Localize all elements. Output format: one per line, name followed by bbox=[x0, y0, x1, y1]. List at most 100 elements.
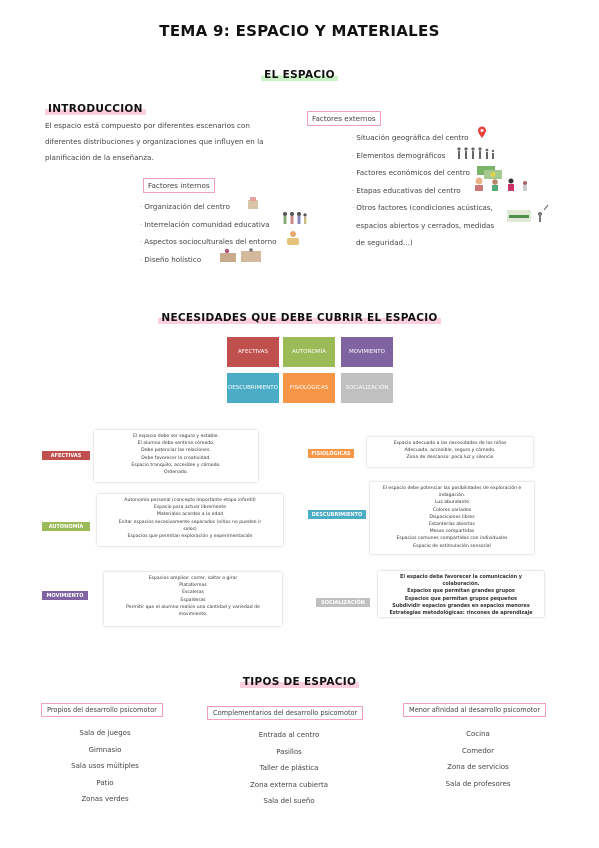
descubrimiento-box: El espacio debe potenciar las posibilida… bbox=[370, 482, 534, 554]
list-item: espacios abiertos y cerrados, medidas bbox=[356, 220, 495, 230]
tag-socializacion: SOCIALIZACIÓN bbox=[316, 598, 370, 607]
text-line: Estrategias metodológicas: rincones de a… bbox=[389, 610, 533, 617]
tile-descubrimiento: DESCUBRIMIENTO bbox=[227, 373, 279, 403]
list-item: ·Otros factores (condiciones acústicas, bbox=[352, 203, 493, 212]
text-line: Colores variados bbox=[432, 507, 472, 513]
intro-text: El espacio está compuesto por diferentes… bbox=[45, 121, 264, 162]
tile-socializacion: SOCIALIZACIÓN bbox=[341, 373, 393, 403]
tag-autonomia: AUTONOMÍA bbox=[42, 522, 90, 531]
list-item: ·Etapas educativas del centro bbox=[352, 185, 461, 195]
people-icon bbox=[283, 212, 307, 224]
external-factors-label: Factores externos bbox=[307, 111, 381, 126]
text-line: solos) bbox=[183, 526, 197, 532]
tag-fisiologicas: FISIOLÓGICAS bbox=[308, 449, 354, 458]
intro-heading: INTRODUCCION bbox=[45, 103, 146, 115]
fisiologicas-box: Espacio adecuado a las necesidades de lo… bbox=[367, 437, 533, 467]
list-item: de seguridad...) bbox=[356, 238, 413, 247]
socializacion-box: El espacio debe favorecer la comunicació… bbox=[378, 571, 544, 617]
text-line: Espacios que permitan grupos pequeños bbox=[404, 595, 518, 602]
list-item: Zona externa cubierta bbox=[249, 780, 328, 789]
list-item: ·Factores económicos del centro bbox=[352, 168, 470, 177]
movimiento-box: Espacios amplios: correr, saltar o girar… bbox=[104, 572, 282, 626]
text-line: Zona de descanso: poca luz y silencio bbox=[406, 455, 494, 461]
text-line: Materiales acordes a la edad bbox=[156, 512, 224, 518]
population-icon bbox=[457, 147, 495, 159]
text-line: Mesas compartidas bbox=[429, 529, 475, 535]
text-line: movimiento. bbox=[178, 612, 208, 618]
text-line: Permitir que el alumno realice una canti… bbox=[126, 604, 260, 610]
text-line: Espacios que permitan grandes grupos bbox=[407, 588, 515, 595]
text-line: Espacio para actuar libremente bbox=[153, 505, 227, 511]
external-factors-list: ·Situación geográfica del centro ·Elemen… bbox=[352, 129, 512, 252]
building-icon bbox=[248, 197, 258, 209]
tag-movimiento: MOVIMIENTO bbox=[42, 591, 88, 600]
tile-autonomia: AUTONOMÍA bbox=[283, 337, 335, 367]
intro-heading-wrap: INTRODUCCION bbox=[45, 97, 146, 116]
text-line: Autonomía personal (concepto importante … bbox=[124, 498, 256, 503]
tile-movimiento: MOVIMIENTO bbox=[341, 337, 393, 367]
internal-factors-label: Factores internos bbox=[143, 178, 215, 193]
list-item: Sala de juegos bbox=[79, 729, 131, 737]
text-line: Espalderas bbox=[180, 597, 206, 603]
text-line: El alumno debe sentirse cómodo. bbox=[137, 441, 215, 447]
text-line: indagación. bbox=[438, 493, 466, 499]
text-line: Estanterías abiertas bbox=[428, 522, 476, 528]
list-item: ·Aspectos socioculturales del entorno bbox=[140, 237, 277, 246]
types-col1-list: Sala de juegos Gimnasio Sala usos múltip… bbox=[45, 725, 165, 808]
list-item: Comedor bbox=[462, 746, 494, 755]
subtitle: EL ESPACIO bbox=[261, 69, 338, 81]
money-icon bbox=[477, 166, 502, 179]
tag-descubrimiento: DESCUBRIMIENTO bbox=[308, 510, 366, 519]
text-line: Espacios que permitan exploración y expe… bbox=[127, 534, 253, 540]
list-item: Gimnasio bbox=[88, 745, 122, 754]
list-item: ·Situación geográfica del centro bbox=[352, 133, 469, 142]
page-title: TEMA 9: ESPACIO Y MATERIALES bbox=[159, 22, 440, 40]
text-line: Plataformas bbox=[179, 583, 207, 589]
text-line: Espacio de estimulación sensorial bbox=[413, 543, 491, 549]
text-line: Espacio tranquilo, accesible y cómodo. bbox=[131, 462, 221, 468]
text-line: Espacios amplios: correr, saltar o girar bbox=[148, 576, 238, 581]
list-item: ·Organización del centro bbox=[140, 202, 230, 211]
internal-factors-list: ·Organización del centro ·Interrelación … bbox=[140, 198, 290, 268]
text-line: Debe potenciar las relaciones. bbox=[141, 448, 211, 454]
tile-fisiologicas: FISIOLÓGICAS bbox=[283, 373, 335, 403]
autonomia-box: Autonomía personal (concepto importante … bbox=[97, 494, 283, 546]
location-pin-icon bbox=[478, 126, 486, 138]
list-item: ·Diseño holístico bbox=[140, 254, 202, 264]
list-item: Pasillos bbox=[276, 747, 302, 756]
list-item: ·Elementos demográficos bbox=[352, 150, 446, 160]
needs-heading-wrap: NECESIDADES QUE DEBE CUBRIR EL ESPACIO bbox=[0, 306, 599, 325]
tag-afectivas: AFECTIVAS bbox=[42, 451, 90, 460]
text-line: El espacio debe favorecer la comunicació… bbox=[400, 574, 522, 588]
list-item: ·Interrelación comunidad educativa bbox=[140, 219, 270, 229]
education-stages-icon bbox=[475, 177, 527, 191]
types-col2-list: Entrada al centro Pasillos Taller de plá… bbox=[229, 727, 349, 810]
text-line: El espacio debe ser seguro y estable. bbox=[133, 434, 219, 439]
list-item: Zona de servicios bbox=[447, 763, 509, 771]
types-col1-label: Propios del desarrollo psicomotor bbox=[41, 703, 163, 717]
text-line: Disposiciones libres bbox=[429, 514, 475, 520]
list-item: Taller de plástica bbox=[259, 764, 319, 772]
text-line: Debe favorecer la creatividad. bbox=[141, 455, 211, 461]
outdoor-space-icon bbox=[507, 204, 549, 222]
list-item: Sala usos múltiples bbox=[71, 762, 139, 770]
subtitle-wrap: EL ESPACIO bbox=[0, 63, 599, 82]
list-item: Sala del sueño bbox=[263, 797, 315, 805]
tile-afectivas: AFECTIVAS bbox=[227, 337, 279, 367]
text-line: Espacios comunes compartidos con individ… bbox=[396, 536, 508, 542]
list-item: Entrada al centro bbox=[258, 731, 320, 739]
text-line: Ordenado. bbox=[164, 470, 188, 476]
text-line: El espacio debe potenciar las posibilida… bbox=[382, 486, 522, 491]
list-item: Patio bbox=[96, 778, 114, 787]
text-line: Evitar espacios excesivamente separados … bbox=[118, 519, 262, 525]
group-icon bbox=[287, 231, 299, 245]
afectivas-box: El espacio debe ser seguro y estable. El… bbox=[94, 430, 258, 482]
list-item: Zonas verdes bbox=[81, 795, 129, 803]
text-line: Subdividir espacios grandes en espacios … bbox=[392, 602, 530, 609]
text-line: Adecuado, accesible, seguro y cómodo. bbox=[404, 448, 496, 454]
classroom-icon bbox=[220, 248, 261, 262]
list-item: Sala de profesores bbox=[445, 779, 511, 788]
list-item: Cocina bbox=[466, 730, 490, 738]
text-line: Luz abundante bbox=[434, 500, 470, 506]
text-line: Espacio adecuado a las necesidades de lo… bbox=[393, 441, 507, 446]
